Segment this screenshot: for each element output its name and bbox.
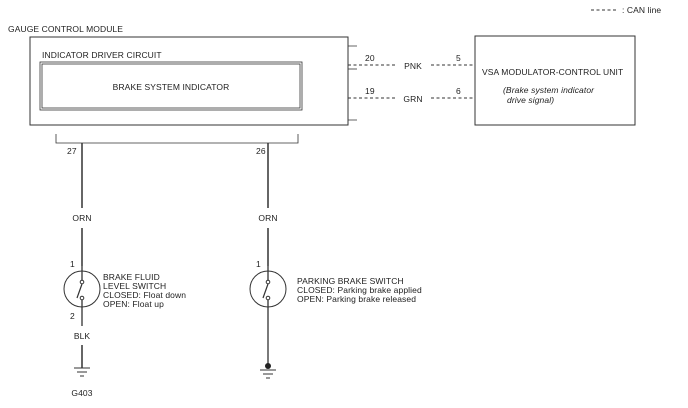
brake-fluid-switch-name2: LEVEL SWITCH [103,281,167,291]
connector-bracket-bottom [55,134,299,144]
ground-label-g403: G403 [71,388,93,398]
wire-color-orn-left: ORN [72,213,92,223]
parking-brake-switch-name: PARKING BRAKE SWITCH [297,276,404,286]
connector-bracket-right [347,45,357,121]
brake-fluid-switch-name1: BRAKE FLUID [103,272,160,282]
vsa-note-line1: (Brake system indicator [503,85,595,95]
switch-pin-1-left: 1 [70,259,75,269]
module-pin-19: 19 [365,86,375,96]
parking-brake-closed-text: CLOSED: Parking brake applied [297,285,422,295]
can-legend-label: : CAN line [622,5,662,15]
module-title: GAUGE CONTROL MODULE [8,24,124,34]
brake-indicator-label: BRAKE SYSTEM INDICATOR [112,82,230,92]
wire-color-grn: GRN [403,94,423,104]
module-pin-27: 27 [67,146,77,156]
vsa-unit-box [474,35,636,126]
vsa-pin-5: 5 [456,53,461,63]
switch-contact-bottom-left [79,295,85,301]
brake-fluid-closed-text: CLOSED: Float down [103,290,187,300]
wire-color-orn-right: ORN [258,213,278,223]
switch-blade-left [76,283,83,299]
driver-circuit-title: INDICATOR DRIVER CIRCUIT [42,50,162,60]
vsa-unit-title: VSA MODULATOR-CONTROL UNIT [482,67,624,77]
brake-system-indicator-box [41,63,301,109]
switch-blade-right [262,283,269,299]
switch-contact-top-right [265,279,271,285]
switch-contact-bottom-right [265,295,271,301]
switch-pin-2-left: 2 [70,311,75,321]
indicator-driver-circuit-box [39,61,303,111]
vsa-pin-6: 6 [456,86,461,96]
parking-brake-open-text: OPEN: Parking brake released [297,294,417,304]
vsa-note-line2: drive signal) [507,95,555,105]
module-pin-26: 26 [256,146,266,156]
wire-color-blk: BLK [73,331,91,341]
brake-fluid-open-text: OPEN: Float up [103,299,164,309]
body-ground-dot [265,363,271,369]
wire-color-pnk: PNK [404,61,422,71]
switch-pin-1-right: 1 [256,259,261,269]
switch-contact-top-left [79,279,85,285]
module-pin-20: 20 [365,53,375,63]
